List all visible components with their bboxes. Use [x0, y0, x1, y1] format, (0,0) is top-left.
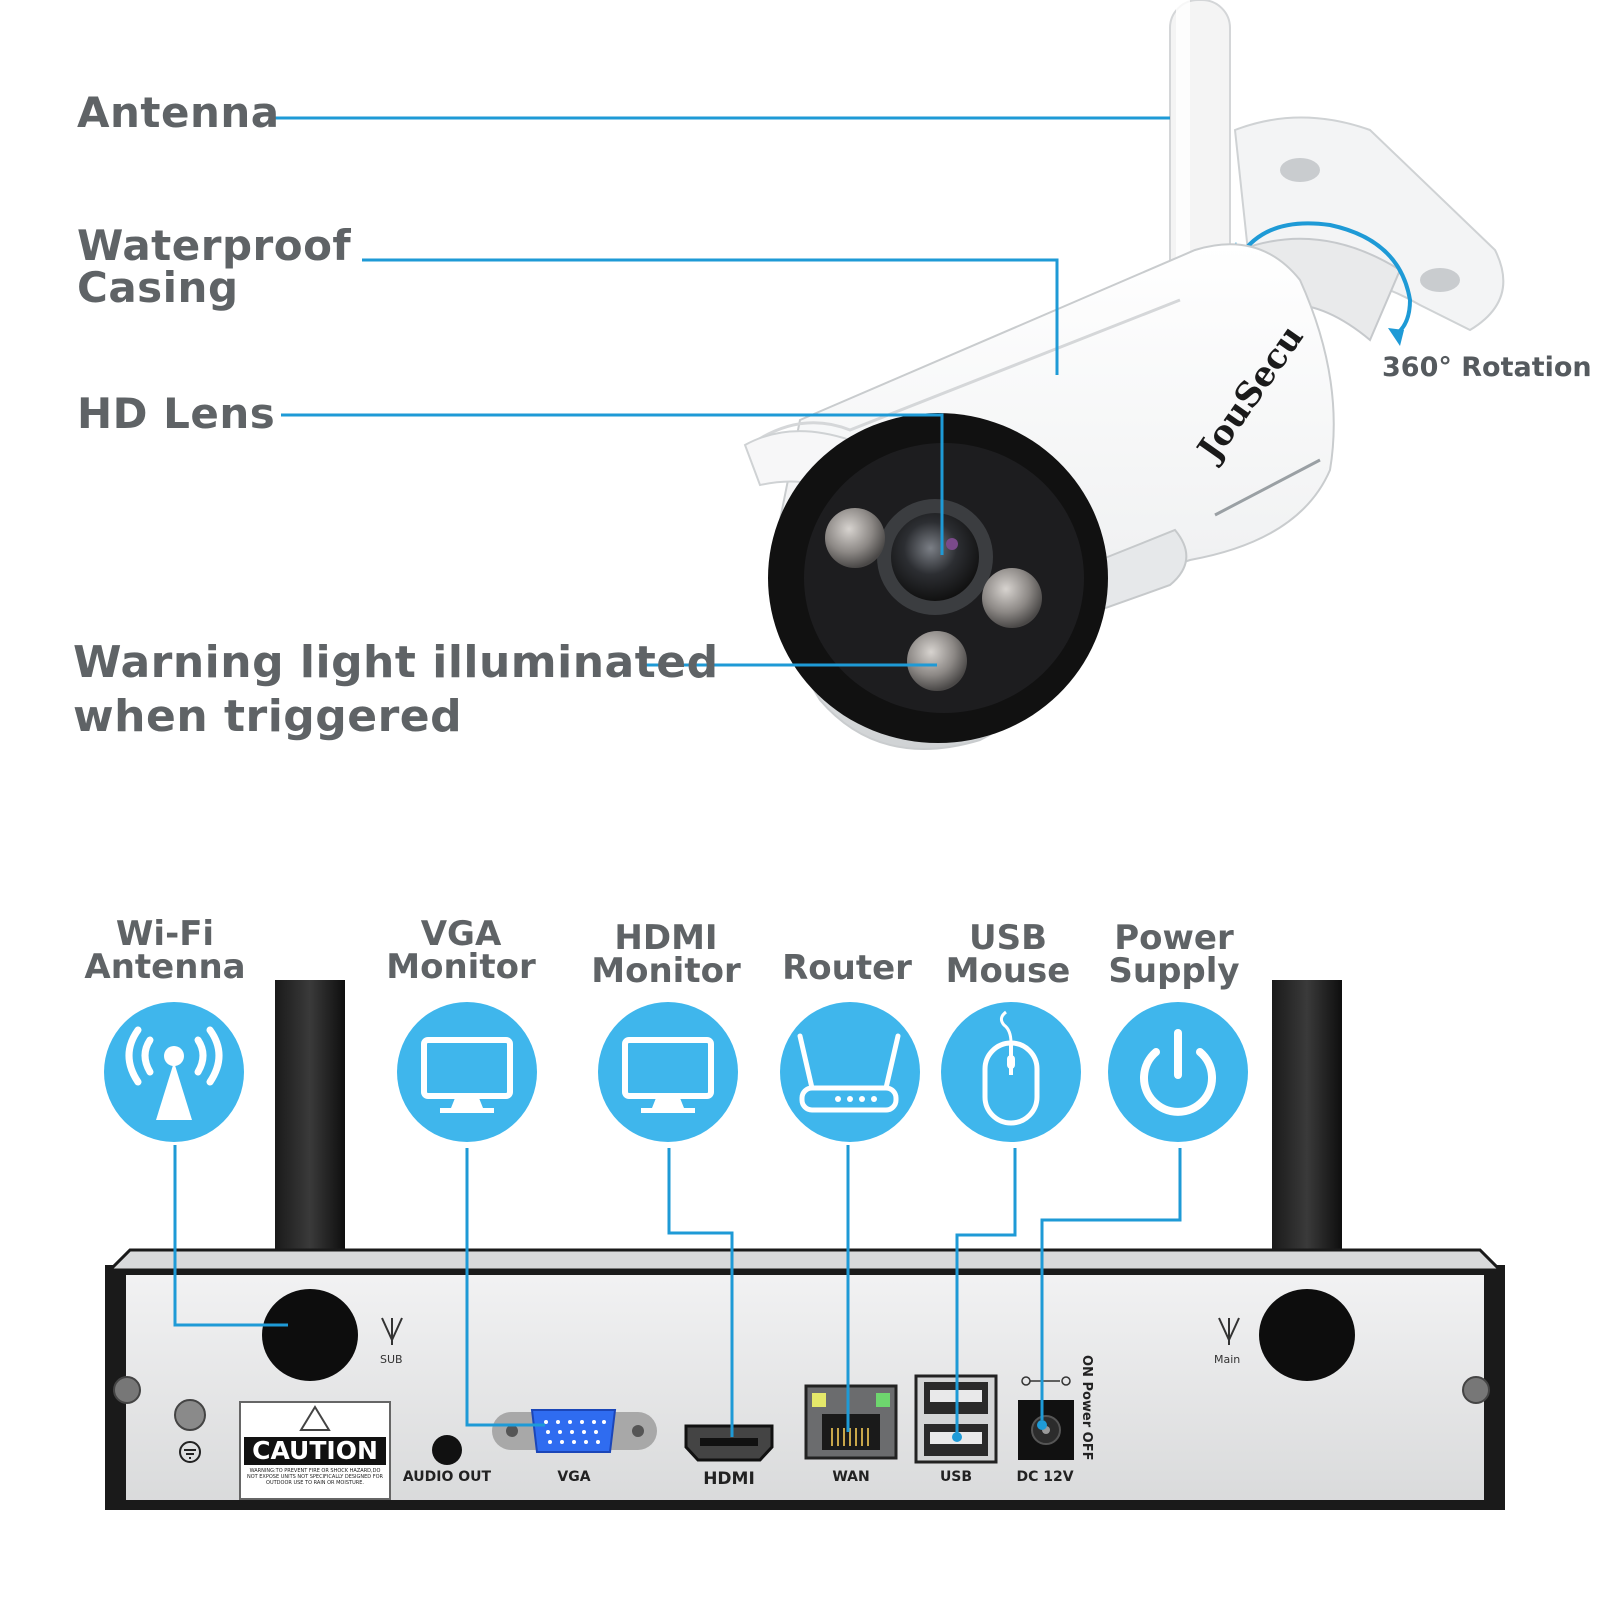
callout-antenna: Antenna [77, 88, 280, 137]
label-usb-mouse: USB Mouse [945, 918, 1071, 991]
mouse-icon [941, 1002, 1081, 1142]
antenna-symbol-icon [381, 1317, 1240, 1345]
hd-lens-icon [877, 499, 993, 615]
wifi-antenna-icon [104, 1002, 244, 1142]
port-label-vga: VGA [557, 1469, 591, 1485]
port-label-audio-out: AUDIO OUT [402, 1469, 492, 1485]
port-label-wan: WAN [832, 1469, 870, 1485]
antenna-main-label: Main [1214, 1353, 1241, 1366]
power-icon [1108, 1002, 1248, 1142]
label-power-supply: Power Supply [1108, 918, 1240, 991]
antenna-main-plug [1259, 1289, 1355, 1381]
vga-monitor-icon [397, 1002, 537, 1142]
ir-led-icon [825, 508, 1042, 691]
label-wifi-antenna: Wi-Fi Antenna [84, 914, 246, 987]
hdmi-monitor-icon [598, 1002, 738, 1142]
label-hdmi-monitor: HDMI Monitor [591, 918, 741, 991]
port-label-dc: DC 12V [1016, 1469, 1074, 1485]
router-icon [780, 1002, 920, 1142]
nvr-leader-lines [173, 1145, 1182, 1437]
antenna-sub-plug [262, 1289, 358, 1381]
callout-waterproof-casing: Waterproof Casing [77, 221, 352, 312]
label-vga-monitor: VGA Monitor [386, 914, 536, 987]
hdmi-port [684, 1424, 774, 1462]
caution-label: CAUTION [244, 1437, 386, 1465]
wan-port [804, 1384, 898, 1460]
vga-port [492, 1409, 657, 1453]
dc-power-port [1018, 1376, 1074, 1460]
label-router: Router [782, 948, 912, 988]
camera-leader-lines [274, 116, 1170, 667]
power-switch-label: ON Power OFF [1079, 1355, 1094, 1461]
port-label-usb: USB [939, 1469, 973, 1485]
port-label-hdmi: HDMI [703, 1469, 755, 1489]
callout-warning-light: Warning light illuminated when triggered [73, 637, 719, 742]
camera-antenna [1169, 0, 1231, 301]
leader-dots [952, 1420, 1047, 1442]
callout-hd-lens: HD Lens [77, 389, 276, 438]
antenna-sub-label: SUB [380, 1353, 403, 1366]
audio-out-port [432, 1435, 462, 1465]
rotation-label: 360° Rotation [1382, 352, 1592, 383]
caution-warning-text: WARNING:TO PREVENT FIRE OR SHOCK HAZARD,… [246, 1468, 384, 1486]
ground-screw-icon [174, 1399, 206, 1463]
